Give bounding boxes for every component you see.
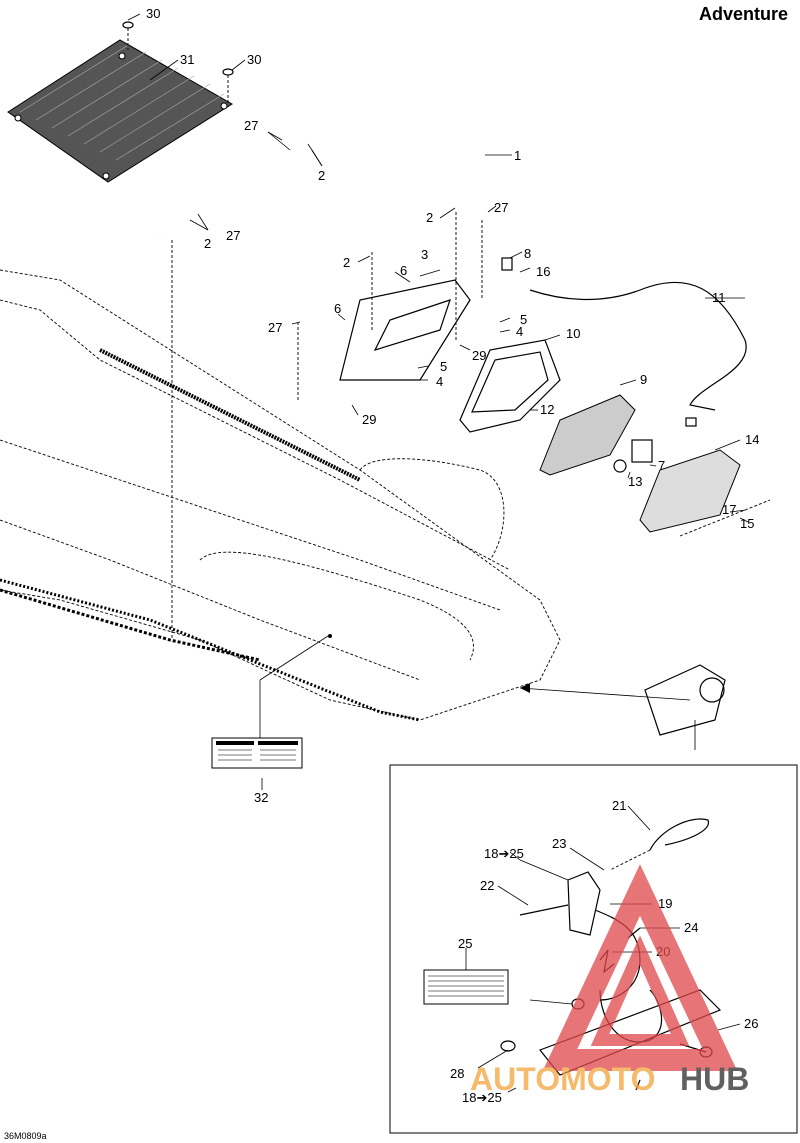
callout-19: 19 xyxy=(658,896,672,911)
callout-27: 27 xyxy=(226,228,240,243)
callout-2: 2 xyxy=(318,168,325,183)
callout-2: 2 xyxy=(343,255,350,270)
callout-2: 2 xyxy=(204,236,211,251)
callout-24: 24 xyxy=(684,920,698,935)
callout-32: 32 xyxy=(254,790,268,805)
callout-28: 28 xyxy=(450,1066,464,1081)
callout-30: 30 xyxy=(146,6,160,21)
diagram-title: Adventure xyxy=(698,4,788,24)
tail-light-reflector-9 xyxy=(539,394,636,476)
tail-light-housing-10 xyxy=(459,339,561,433)
callout-30: 30 xyxy=(247,52,261,67)
callout-3: 3 xyxy=(421,247,428,262)
callout-18-25: 18➔25 xyxy=(484,846,524,861)
watermark-text-2: HUB xyxy=(680,1061,749,1097)
callout-14: 14 xyxy=(745,432,759,447)
callout-12: 12 xyxy=(540,402,554,417)
mounting-hardware-dashed xyxy=(171,212,771,640)
callout-9: 9 xyxy=(640,372,647,387)
callout-17: 17 xyxy=(722,502,736,517)
callout-labels: 30 31 30 27 2 1 2 27 2 27 2 3 8 6 16 11 … xyxy=(146,6,759,1105)
screw-30-right xyxy=(222,68,234,104)
hitch-detail-box xyxy=(389,764,798,1134)
screw-30-top xyxy=(122,21,134,50)
callout-4: 4 xyxy=(436,374,443,389)
hitch-mount-preview xyxy=(644,664,726,736)
callout-25: 25 xyxy=(458,936,472,951)
callout-10: 10 xyxy=(566,326,580,341)
callout-22: 22 xyxy=(480,878,494,893)
callout-13: 13 xyxy=(628,474,642,489)
drawing-code: 36M0809a xyxy=(4,1131,47,1141)
bulb-socket-7 xyxy=(613,439,653,473)
callout-1: 1 xyxy=(514,148,521,163)
callout-5: 5 xyxy=(520,312,527,327)
wiring-harness-11 xyxy=(501,257,747,427)
grab-handle xyxy=(155,95,481,236)
callout-27: 27 xyxy=(244,118,258,133)
callout-21: 21 xyxy=(612,798,626,813)
callout-15: 15 xyxy=(740,516,754,531)
callout-7: 7 xyxy=(658,458,665,473)
leader-lines xyxy=(127,13,749,1093)
callout-11: 11 xyxy=(712,290,726,305)
callout-5: 5 xyxy=(440,359,447,374)
callout-6: 6 xyxy=(400,263,407,278)
callout-29: 29 xyxy=(362,412,376,427)
callout-4: 4 xyxy=(516,324,523,339)
warning-decal-25 xyxy=(423,969,509,1005)
sled-body xyxy=(0,269,561,722)
callout-29: 29 xyxy=(472,348,486,363)
callout-16: 16 xyxy=(536,264,550,279)
automotohub-watermark: AUTOMOTO HUB xyxy=(470,864,749,1097)
callout-18-25: 18➔25 xyxy=(462,1090,502,1105)
callout-26: 26 xyxy=(744,1016,758,1031)
rack-panel xyxy=(7,39,233,183)
callout-6: 6 xyxy=(334,301,341,316)
callout-27: 27 xyxy=(268,320,282,335)
tail-light-lens-14 xyxy=(639,449,741,533)
watermark-text-1: AUTOMOTO xyxy=(470,1061,655,1097)
warning-decal-32 xyxy=(211,737,303,769)
callout-8: 8 xyxy=(524,246,531,261)
callout-2: 2 xyxy=(426,210,433,225)
callout-27: 27 xyxy=(494,200,508,215)
callout-23: 23 xyxy=(552,836,566,851)
callout-31: 31 xyxy=(180,52,194,67)
mounting-bracket-3 xyxy=(339,279,471,381)
